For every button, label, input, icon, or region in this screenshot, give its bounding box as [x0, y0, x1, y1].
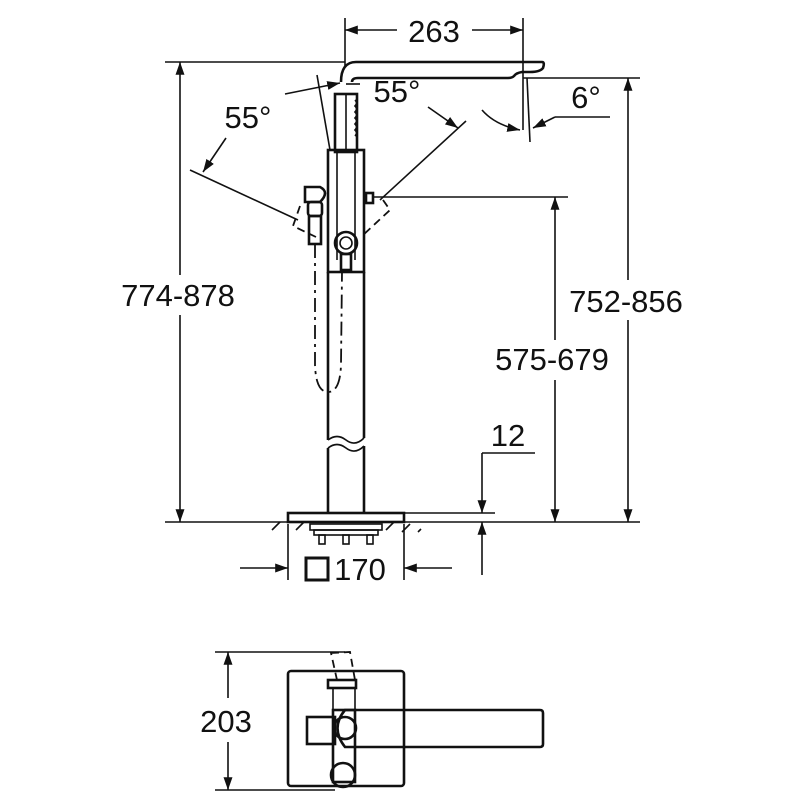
plan-view: 203	[200, 651, 545, 791]
spout-height-dimension: 752-856	[569, 78, 683, 522]
spout-reach-label: 263	[408, 14, 460, 49]
plan-depth-label: 203	[200, 704, 252, 739]
elevation-view: 263 6° 55° 55°	[121, 14, 683, 587]
spout-reach-dimension: 263	[344, 14, 524, 130]
hand-shower	[333, 92, 359, 154]
square-symbol-icon	[304, 556, 330, 582]
handle-angle-left-label: 55°	[225, 100, 272, 135]
handle-angle-right-dimension: 55°	[284, 74, 467, 201]
base-size-dimension: 170	[240, 524, 452, 587]
overall-height-dimension: 774-878	[121, 61, 235, 522]
holder-height-dimension: 575-679	[374, 196, 609, 522]
base-size-label: 170	[334, 552, 386, 587]
overall-height-label: 774-878	[121, 278, 235, 313]
base-thickness-label: 12	[491, 418, 525, 453]
handle-angle-right-label: 55°	[374, 74, 421, 109]
column-lower	[326, 272, 366, 513]
holder-height-label: 575-679	[495, 342, 609, 377]
base-plate	[165, 511, 640, 545]
spout-tilt-label: 6°	[571, 80, 601, 115]
handle-angle-left-dimension: 55°	[189, 100, 299, 221]
spout-height-label: 752-856	[569, 284, 683, 319]
spout-tilt-dimension: 6°	[481, 77, 610, 143]
base-thickness-dimension: 12	[477, 418, 535, 575]
valve-handle	[291, 185, 392, 246]
spout	[339, 60, 546, 83]
column-upper	[326, 148, 375, 274]
